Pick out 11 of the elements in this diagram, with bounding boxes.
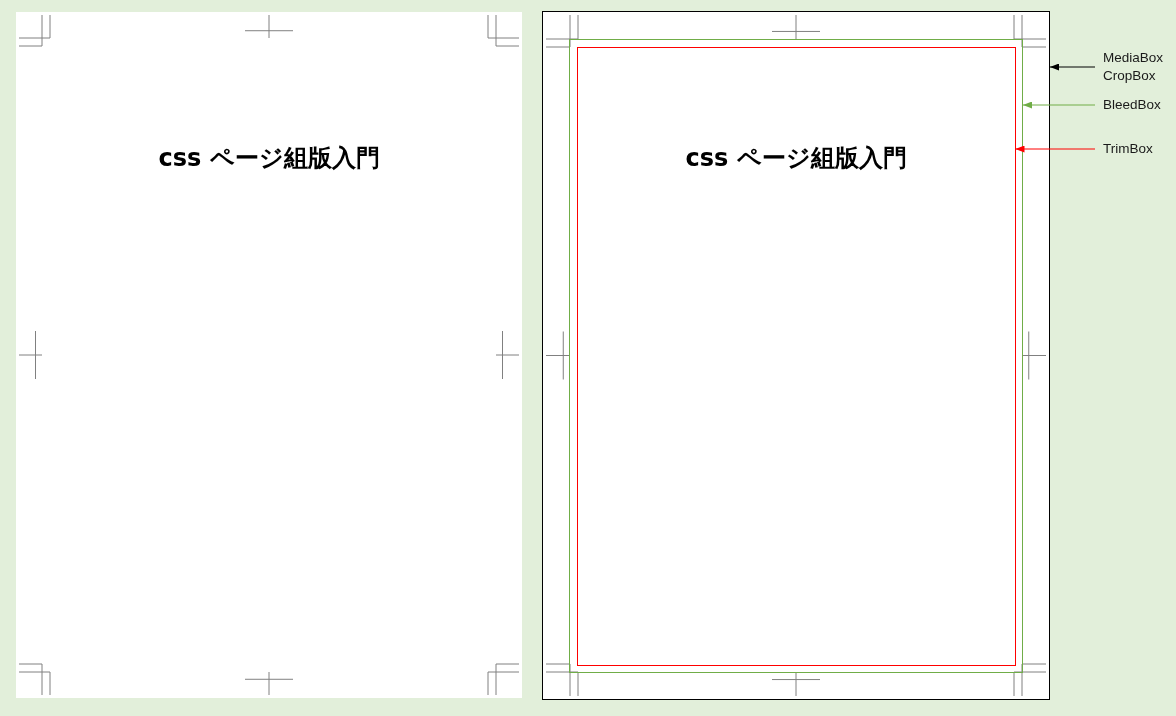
page-frame (542, 11, 1050, 700)
arrow (1049, 63, 1096, 71)
arrow (1015, 145, 1096, 153)
box-label: BleedBox (1103, 96, 1161, 114)
page-title: css ページ組版入門 (685, 142, 907, 173)
page-title: css ページ組版入門 (158, 143, 380, 173)
box-label: MediaBox (1103, 49, 1164, 67)
box-label: TrimBox (1103, 140, 1153, 158)
arrow (1022, 101, 1096, 109)
box-label: CropBox (1103, 67, 1157, 85)
page-sheet (16, 12, 522, 698)
